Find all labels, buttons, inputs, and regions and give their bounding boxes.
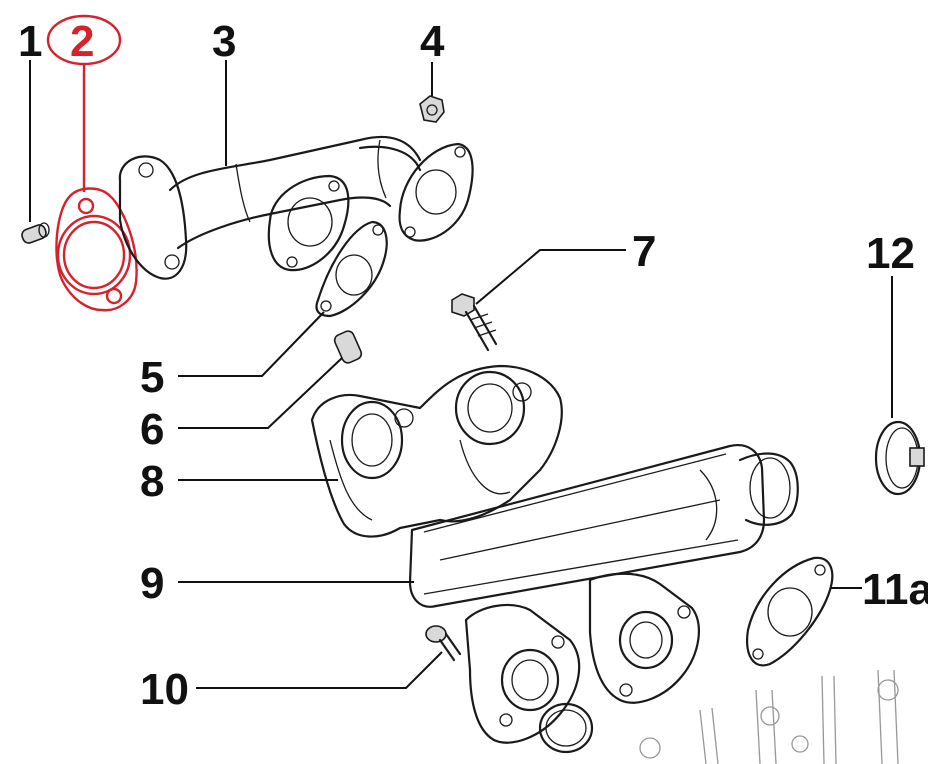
part-5-gasket — [315, 220, 388, 318]
leader-5 — [178, 311, 325, 377]
label-4: 4 — [420, 17, 445, 66]
part-2-gasket — [55, 187, 138, 312]
part-3-exhaust-pipe — [118, 135, 474, 280]
part-12-clamp — [874, 420, 925, 496]
label-11a: 11a — [862, 565, 928, 614]
label-6: 6 — [140, 405, 164, 454]
leader-10 — [196, 651, 443, 689]
lower-manifold — [464, 572, 700, 754]
label-2: 2 — [70, 17, 94, 66]
background-hardware — [639, 669, 899, 764]
label-3: 3 — [212, 17, 236, 66]
label-1: 1 — [18, 17, 42, 66]
label-9: 9 — [140, 559, 164, 608]
part-labels: 1 2 3 4 5 6 7 8 9 10 11a 12 — [18, 17, 928, 714]
label-8: 8 — [140, 457, 164, 506]
part-7-bolt — [451, 293, 498, 352]
part-1-dowel — [21, 222, 50, 244]
part-6-dowel — [333, 330, 363, 364]
part-10-bolt — [425, 625, 462, 662]
leader-7 — [475, 249, 626, 305]
part-9-cooler — [408, 444, 799, 608]
label-7: 7 — [632, 227, 656, 276]
label-10: 10 — [140, 665, 189, 714]
label-5: 5 — [140, 353, 164, 402]
leader-6 — [178, 357, 343, 429]
part-11a-gasket — [746, 556, 834, 667]
label-12: 12 — [866, 229, 915, 278]
part-4-nut — [419, 95, 445, 123]
part-8-manifold — [310, 364, 563, 538]
